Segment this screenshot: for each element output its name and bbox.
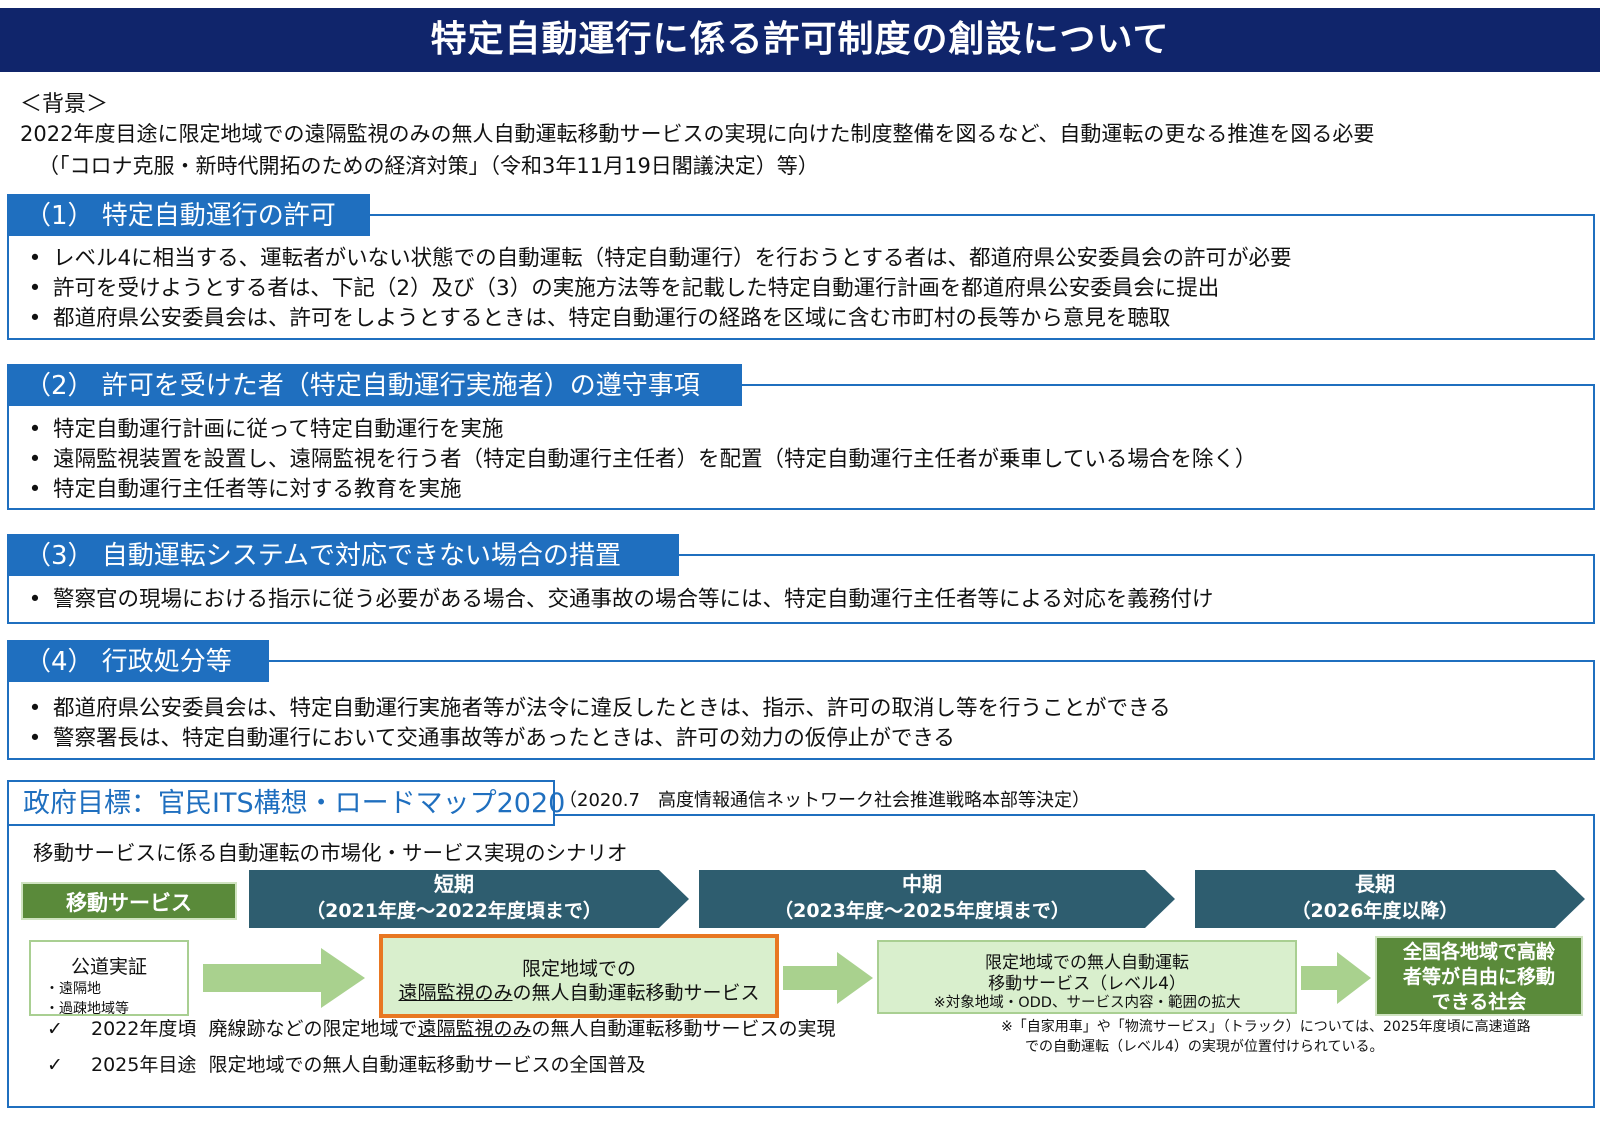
short-term-service-box: 限定地域での 遠隔監視のみの無人自動運転移動サービス xyxy=(379,934,779,1018)
phase-short: 短期 （2021年度～2022年度頃まで） xyxy=(249,870,689,928)
mid-term-line: 移動サービス（レベル4） xyxy=(988,974,1186,994)
arrow-icon xyxy=(1301,952,1371,1004)
long-term-line: 者等が自由に移動 xyxy=(1402,966,1555,988)
phase-period: （2026年度以降） xyxy=(1291,900,1459,922)
roadmap-title: 政府目標：官民ITS構想・ロードマップ2020 xyxy=(7,780,565,826)
background-heading: ＜背景＞ xyxy=(20,92,109,117)
bullet-icon: • xyxy=(28,306,42,331)
background-text: 2022年度目途に限定地域での遠隔監視のみの無人自動運転移動サービスの実現に向け… xyxy=(20,122,1375,146)
goal-item: ✓2025年目途 限定地域での無人自動運転移動サービスの全国普及 xyxy=(47,1054,646,1076)
check-icon: ✓ xyxy=(47,1018,63,1040)
bullet-item: •都道府県公安委員会は、許可をしようとするときは、特定自動運行の経路を区域に含む… xyxy=(25,304,1583,334)
mid-term-line: 限定地域での無人自動運転 xyxy=(985,953,1189,973)
section-title: （2） 許可を受けた者（特定自動運行実施者）の遵守事項 xyxy=(7,364,742,406)
bullet-item: •特定自動運行計画に従って特定自動運行を実施 xyxy=(25,415,1583,445)
bullet-icon: • xyxy=(28,417,42,442)
mid-term-service-box: 限定地域での無人自動運転 移動サービス（レベル4） ※対象地域・ODD、サービス… xyxy=(877,940,1297,1014)
bullet-icon: • xyxy=(28,246,42,271)
phase-mid: 中期 （2023年度～2025年度頃まで） xyxy=(699,870,1175,928)
public-demo-box: 公道実証 ・遠隔地 ・過疎地域等 xyxy=(29,940,189,1017)
arrow-icon xyxy=(203,948,365,1008)
goal-item: ✓2022年度頃 廃線跡などの限定地域で遠隔監視のみの無人自動運転移動サービスの… xyxy=(47,1018,836,1040)
roadmap-frame xyxy=(7,814,1595,1108)
background-source: （「コロナ克服・新時代開拓のための経済対策」（令和3年11月19日閣議決定）等） xyxy=(38,154,819,178)
bullet-item: •許可を受けようとする者は、下記（2）及び（3）の実施方法等を記載した特定自動運… xyxy=(25,274,1583,304)
phase-title: 短期 xyxy=(434,872,474,896)
public-demo-title: 公道実証 xyxy=(70,956,147,978)
phase-period: （2021年度～2022年度頃まで） xyxy=(306,900,602,922)
remote-monitoring-text: 遠隔監視のみ xyxy=(398,982,513,1004)
bullet-icon: • xyxy=(28,477,42,502)
service-label: 移動サービス xyxy=(21,882,237,920)
bullet-icon: • xyxy=(28,726,42,751)
phase-title: 中期 xyxy=(902,872,942,896)
public-demo-item: ・遠隔地 xyxy=(45,981,101,997)
page-title: 特定自動運行に係る許可制度の創設について xyxy=(0,8,1600,72)
long-term-line: できる社会 xyxy=(1431,991,1527,1013)
bullet-item: •遠隔監視装置を設置し、遠隔監視を行う者（特定自動運行主任者）を配置（特定自動運… xyxy=(25,445,1583,475)
section-administrative: （4） 行政処分等 •都道府県公安委員会は、特定自動運行実施者等が法令に違反した… xyxy=(7,640,1595,760)
short-term-line: の無人自動運転移動サービス xyxy=(512,982,760,1004)
roadmap-note: （2020.7 高度情報通信ネットワーク社会推進戦略本部等決定） xyxy=(559,790,1090,811)
long-term-goal-box: 全国各地域で高齢 者等が自由に移動 できる社会 xyxy=(1375,936,1583,1016)
bullet-icon: • xyxy=(28,276,42,301)
public-demo-item: ・過疎地域等 xyxy=(45,1001,129,1017)
section-title: （3） 自動運転システムで対応できない場合の措置 xyxy=(7,534,679,576)
footnote: ※「自家用車」や「物流サービス」（トラック）については、2025年度頃に高速道路 xyxy=(1001,1019,1531,1035)
phase-period: （2023年度～2025年度頃まで） xyxy=(774,900,1070,922)
bullet-item: •特定自動運行主任者等に対する教育を実施 xyxy=(25,475,1583,505)
phase-title: 長期 xyxy=(1355,872,1395,896)
bullet-icon: • xyxy=(28,587,42,612)
scenario-label: 移動サービスに係る自動運転の市場化・サービス実現のシナリオ xyxy=(33,841,628,865)
bullet-item: •都道府県公安委員会は、特定自動運行実施者等が法令に違反したときは、指示、許可の… xyxy=(25,694,1583,724)
section-title: （1） 特定自動運行の許可 xyxy=(7,194,370,236)
section-obligations: （2） 許可を受けた者（特定自動運行実施者）の遵守事項 •特定自動運行計画に従っ… xyxy=(7,364,1595,510)
phase-long: 長期 （2026年度以降） xyxy=(1195,870,1585,928)
bullet-icon: • xyxy=(28,696,42,721)
arrow-icon xyxy=(783,952,873,1004)
bullet-item: •警察官の現場における指示に従う必要がある場合、交通事故の場合等には、特定自動運… xyxy=(25,585,1583,615)
phase-chevron-icon xyxy=(1195,870,1585,928)
footnote: での自動運転（レベル4）の実現が位置付けられている。 xyxy=(1025,1039,1384,1055)
bullet-icon: • xyxy=(28,447,42,472)
bullet-item: •レベル4に相当する、運転者がいない状態での自動運転（特定自動運行）を行おうとす… xyxy=(25,244,1583,274)
mid-term-note: ※対象地域・ODD、サービス内容・範囲の拡大 xyxy=(933,995,1241,1011)
check-icon: ✓ xyxy=(47,1054,63,1076)
phase-chevron-icon xyxy=(699,870,1175,928)
bullet-item: •警察署長は、特定自動運行において交通事故等があったときは、許可の効力の仮停止が… xyxy=(25,724,1583,754)
section-measures: （3） 自動運転システムで対応できない場合の措置 •警察官の現場における指示に従… xyxy=(7,534,1595,624)
section-permit: （1） 特定自動運行の許可 •レベル4に相当する、運転者がいない状態での自動運転… xyxy=(7,194,1595,340)
roadmap-panel: 政府目標：官民ITS構想・ロードマップ2020 （2020.7 高度情報通信ネッ… xyxy=(7,780,1595,1108)
long-term-line: 全国各地域で高齢 xyxy=(1402,941,1555,963)
section-title: （4） 行政処分等 xyxy=(7,640,269,682)
short-term-line: 限定地域での xyxy=(521,958,636,980)
phase-chevron-icon xyxy=(249,870,689,928)
